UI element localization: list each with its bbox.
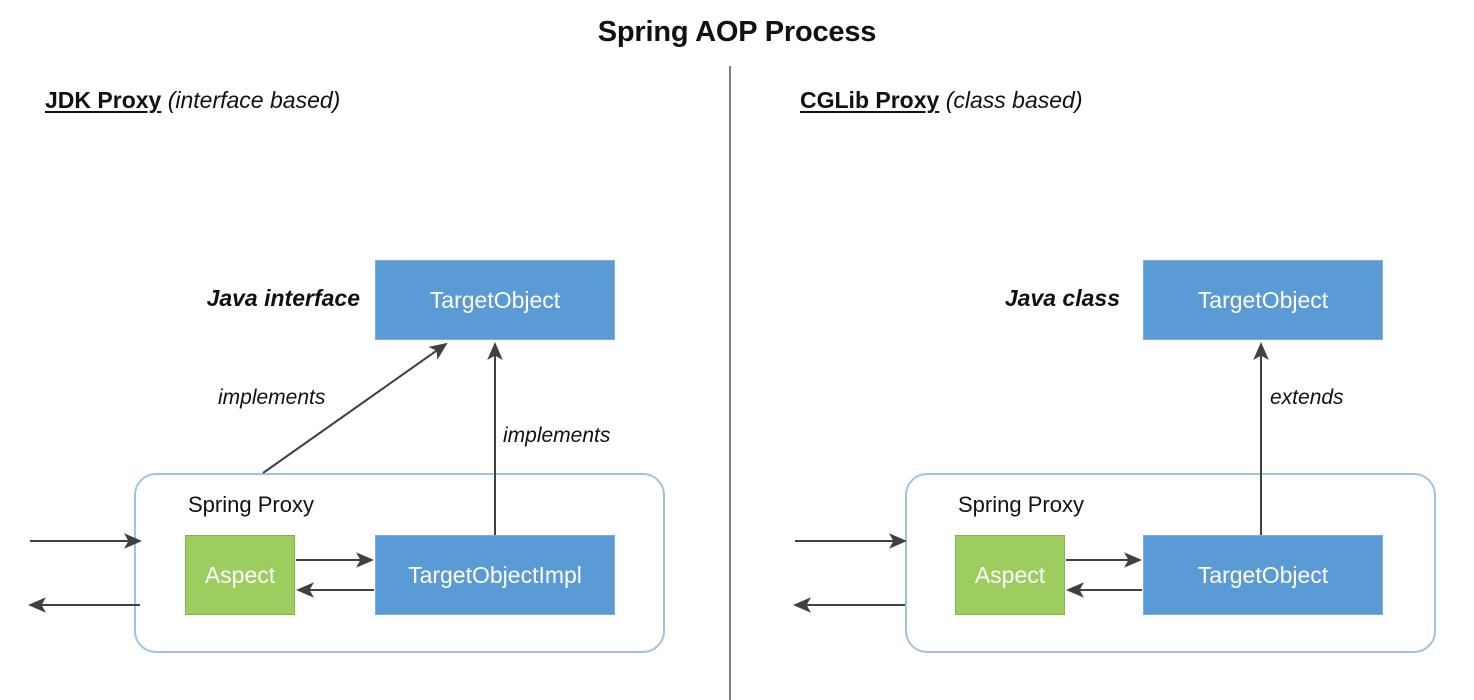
- panel-heading-cglib: CGLib Proxy (class based): [800, 87, 1082, 114]
- edge-label-implements-diagonal: implements: [218, 386, 326, 409]
- spring-proxy-label-cglib: Spring Proxy: [958, 492, 1084, 517]
- spring-proxy-container-jdk: [134, 473, 665, 653]
- page-title: Spring AOP Process: [597, 16, 877, 48]
- box-target-object-inner-cglib: TargetObject: [1143, 535, 1383, 615]
- edge-label-implements-vertical: implements: [503, 424, 611, 447]
- box-target-object-cglib-label: TargetObject: [1197, 286, 1329, 313]
- box-target-object-inner-cglib-label: TargetObject: [1197, 561, 1329, 588]
- panel-heading-jdk: JDK Proxy (interface based): [45, 87, 340, 114]
- box-aspect-jdk: Aspect: [185, 535, 295, 615]
- panel-heading-jdk-strong: JDK Proxy: [45, 87, 162, 113]
- vertical-divider: [729, 66, 731, 700]
- box-aspect-jdk-label: Aspect: [204, 561, 276, 588]
- panel-heading-jdk-sub: (interface based): [167, 87, 341, 113]
- edge-label-extends: extends: [1270, 386, 1344, 409]
- side-label-java-interface: Java interface: [206, 285, 360, 311]
- spring-proxy-container-cglib: [905, 473, 1436, 653]
- spring-proxy-label-jdk: Spring Proxy: [188, 492, 314, 517]
- panel-heading-cglib-strong: CGLib Proxy: [800, 87, 940, 113]
- box-target-object-jdk: TargetObject: [375, 260, 615, 340]
- panel-heading-cglib-sub: (class based): [945, 87, 1083, 113]
- box-target-object-impl-jdk: TargetObjectImpl: [375, 535, 615, 615]
- box-aspect-cglib: Aspect: [955, 535, 1065, 615]
- box-target-object-cglib: TargetObject: [1143, 260, 1383, 340]
- box-target-object-impl-jdk-label: TargetObjectImpl: [408, 561, 582, 588]
- box-target-object-jdk-label: TargetObject: [429, 286, 561, 313]
- side-label-java-class: Java class: [1004, 285, 1120, 311]
- box-aspect-cglib-label: Aspect: [974, 561, 1046, 588]
